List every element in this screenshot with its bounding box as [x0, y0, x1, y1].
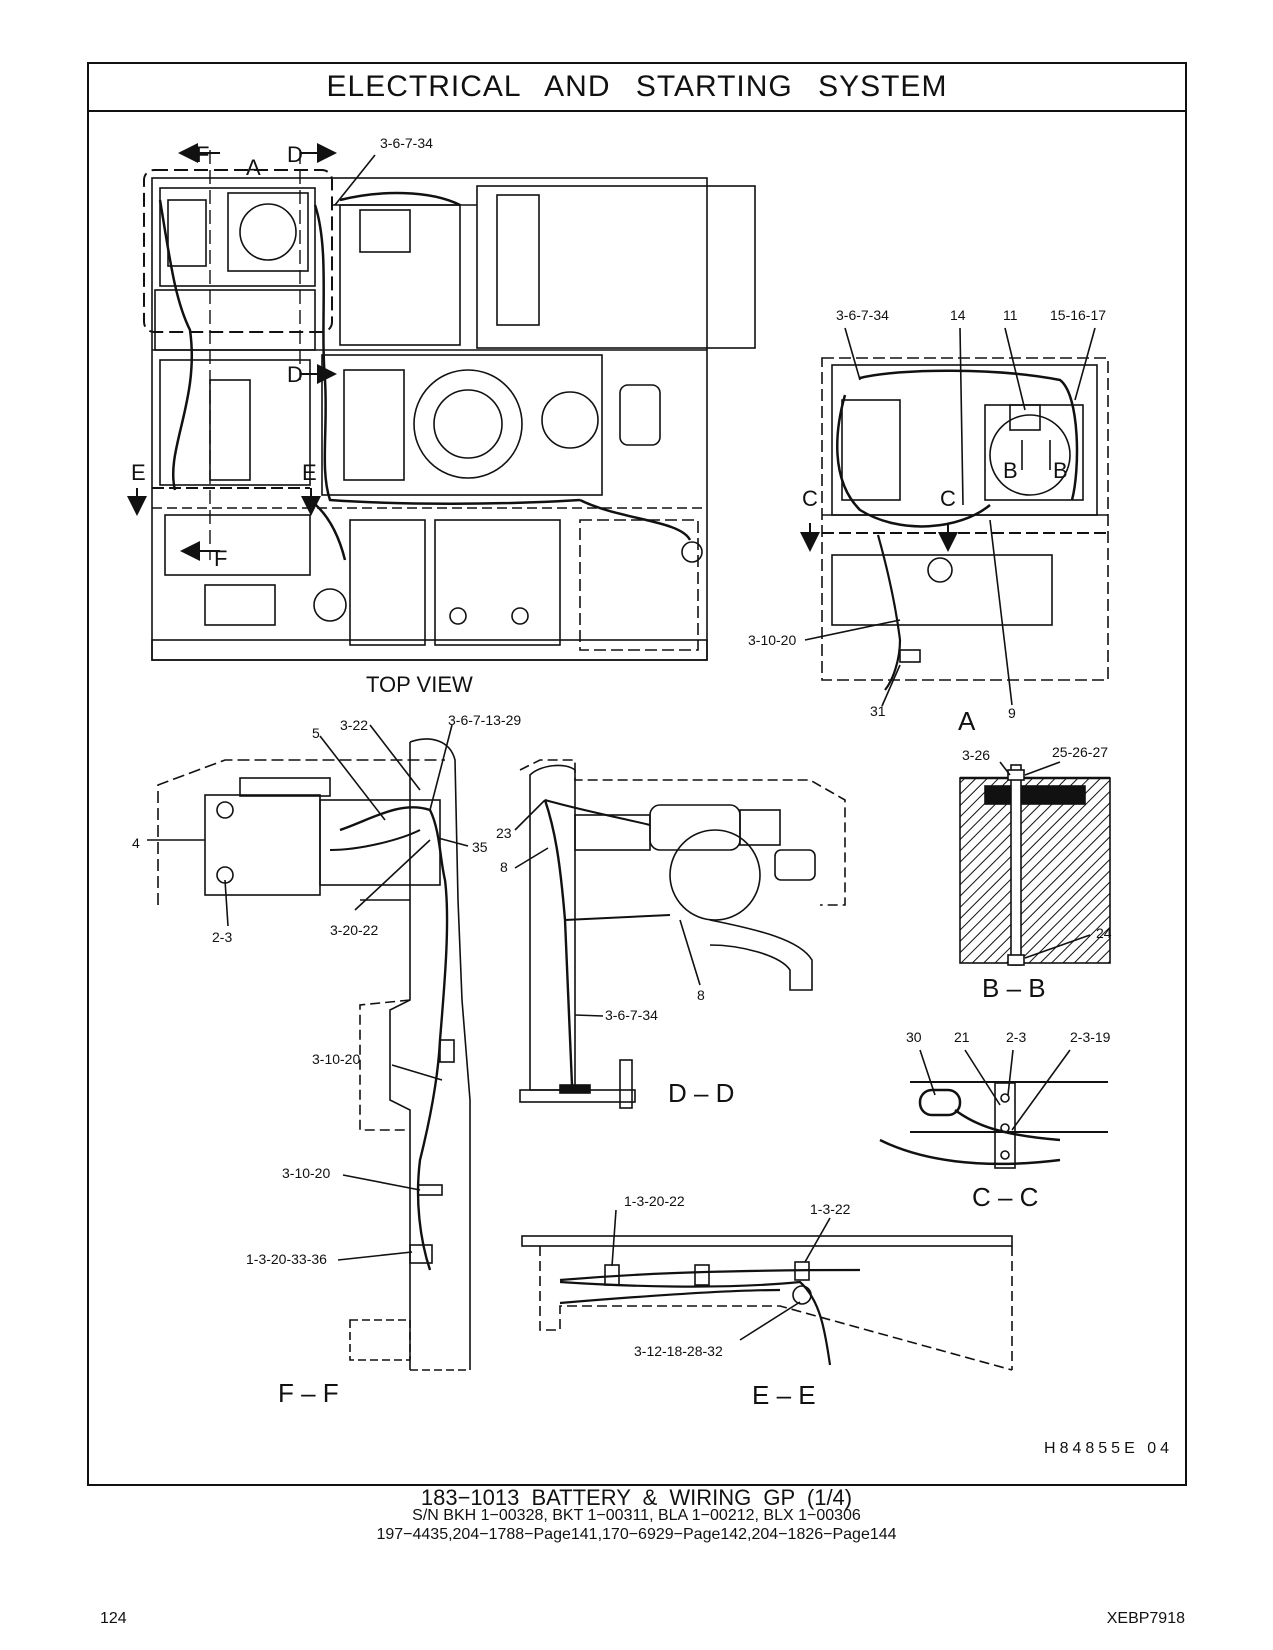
callout-a-9: 9: [1008, 705, 1016, 721]
callout-a-14: 14: [950, 307, 966, 323]
page-title: ELECTRICAL AND STARTING SYSTEM: [89, 64, 1185, 112]
section-marker-d-top: D: [287, 142, 303, 167]
section-marker-b-right: B: [1053, 458, 1068, 483]
callout-dd-8-b: 8: [697, 987, 705, 1003]
view-marker-a: A: [246, 155, 261, 180]
callout-ee-1-3-22: 1-3-22: [810, 1201, 851, 1217]
section-marker-c-right: C: [940, 486, 956, 511]
callout-ff-5: 5: [312, 725, 320, 741]
section-marker-b-left: B: [1003, 458, 1018, 483]
callout-a-11: 11: [1003, 307, 1018, 323]
caption-title: 183−1013 BATTERY & WIRING GP (1/4): [420, 1485, 853, 1510]
callout-ff-1-3-20-33-36: 1-3-20-33-36: [246, 1251, 327, 1267]
callout-ff-3-6-7-13-29: 3-6-7-13-29: [448, 712, 521, 728]
callout-cc-30: 30: [906, 1029, 922, 1045]
view-label-ff: F – F: [278, 1378, 339, 1408]
view-dd-drawing: [514, 759, 846, 1109]
section-marker-e-left: E: [131, 460, 146, 485]
section-marker-d-mid: D: [287, 362, 303, 387]
callout-dd-23: 23: [496, 825, 512, 841]
callout-bb-24: 24: [1096, 925, 1112, 941]
view-label-a: A: [958, 706, 976, 736]
callout-ff-3-22: 3-22: [340, 717, 368, 733]
view-label-dd: D – D: [668, 1078, 734, 1108]
callout-a-3-10-20: 3-10-20: [748, 632, 796, 648]
caption-serials: S/N BKH 1−00328, BKT 1−00311, BLA 1−0021…: [412, 1507, 861, 1524]
callout-ff-3-10-20-b: 3-10-20: [282, 1165, 330, 1181]
callout-cc-2-3-19: 2-3-19: [1070, 1029, 1111, 1045]
callout-cc-21: 21: [954, 1029, 970, 1045]
page-number: 124: [100, 1610, 127, 1627]
view-ff-drawing: [147, 724, 471, 1371]
caption-references: 197−4435,204−1788−Page141,170−6929−Page1…: [376, 1526, 897, 1543]
view-bb-drawing: [959, 761, 1111, 966]
callout-cc-2-3: 2-3: [1006, 1029, 1026, 1045]
callout-dd-3-6-7-34: 3-6-7-34: [605, 1007, 658, 1023]
callout-ff-2-3: 2-3: [212, 929, 232, 945]
view-ee-drawing: [521, 1209, 1013, 1371]
callout-bb-3-26: 3-26: [962, 747, 990, 763]
section-marker-f-bottom: F: [214, 546, 227, 571]
view-a-drawing: [800, 327, 1109, 707]
view-cc-drawing: [879, 1049, 1108, 1169]
callout-a-31: 31: [870, 703, 886, 719]
section-marker-f-top: F: [196, 142, 209, 167]
callout-ff-35: 35: [472, 839, 488, 855]
callout-ee-3-12-18-28-32: 3-12-18-28-32: [634, 1343, 723, 1359]
callout-dd-8-a: 8: [500, 859, 508, 875]
callout-ff-3-10-20-a: 3-10-20: [312, 1051, 360, 1067]
view-label-top: TOP VIEW: [366, 672, 473, 697]
view-label-cc: C – C: [972, 1182, 1038, 1212]
view-label-bb: B – B: [982, 973, 1046, 1003]
callout-bb-25-26-27: 25-26-27: [1052, 744, 1108, 760]
drawing-frame: ELECTRICAL AND STARTING SYSTEM: [87, 62, 1187, 1486]
callout-ee-1-3-20-22: 1-3-20-22: [624, 1193, 685, 1209]
view-label-ee: E – E: [752, 1380, 816, 1410]
document-id: XEBP7918: [1106, 1610, 1185, 1627]
section-marker-c-left: C: [802, 486, 818, 511]
top-view-drawing: [127, 143, 756, 661]
drawing-reference: H84855E 04: [1044, 1440, 1173, 1457]
section-marker-e-right: E: [302, 460, 317, 485]
callout-top-3-6-7-34: 3-6-7-34: [380, 135, 433, 151]
callout-a-3-6-7-34: 3-6-7-34: [836, 307, 889, 323]
callout-ff-3-20-22: 3-20-22: [330, 922, 378, 938]
callout-a-15-16-17: 15-16-17: [1050, 307, 1106, 323]
callout-ff-4: 4: [132, 835, 140, 851]
